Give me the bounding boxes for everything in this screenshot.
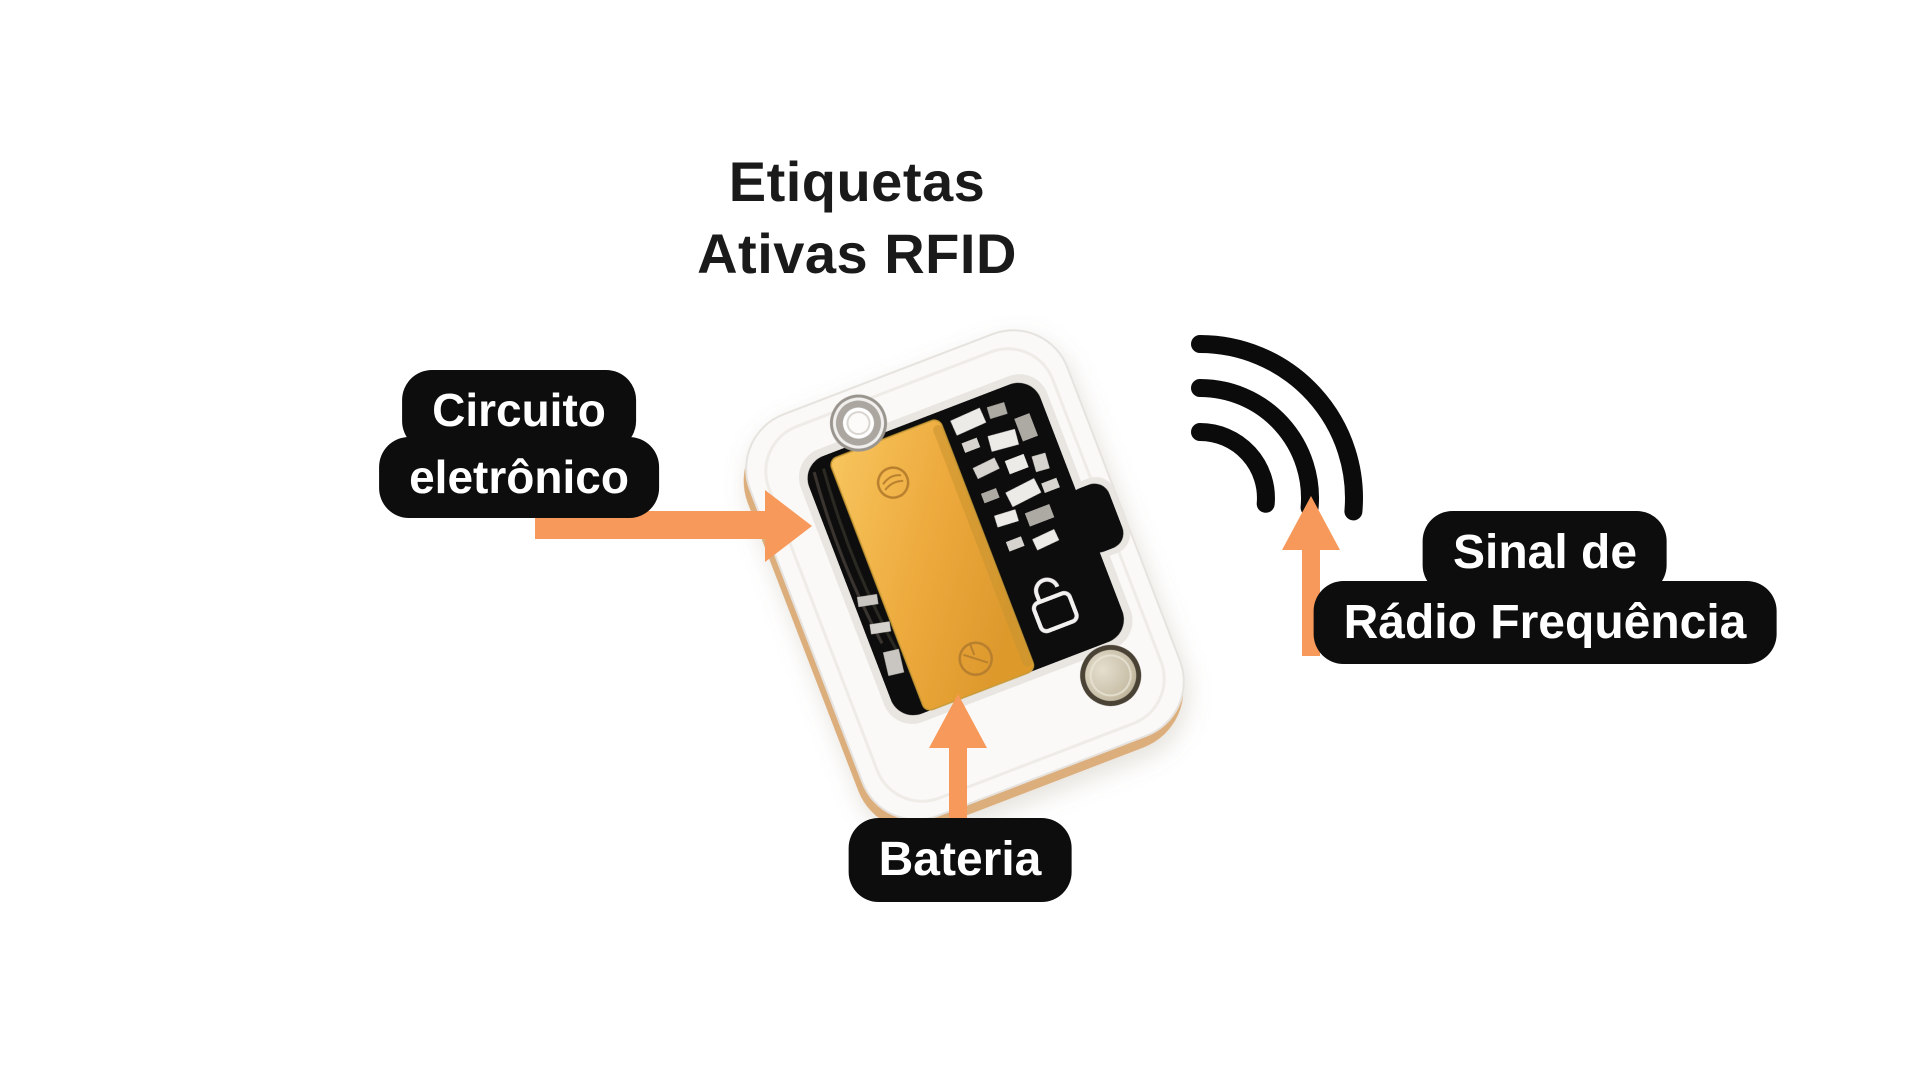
rfid-tag-group — [743, 329, 1185, 831]
circuit-label-line-2: eletrônico — [379, 437, 659, 519]
wave-arc-outer — [1191, 335, 1363, 521]
signal-label: Sinal de Rádio Frequência — [1313, 511, 1777, 665]
radio-waves-icon — [1191, 335, 1363, 521]
wave-arc-middle — [1191, 379, 1320, 517]
circuit-label: Circuito eletrônico — [379, 370, 659, 519]
title-line-2: Ativas RFID — [697, 221, 1017, 285]
chip-mark-icon — [1031, 577, 1079, 634]
battery-label: Bateria — [848, 818, 1072, 902]
battery — [830, 419, 1035, 711]
pcb-components — [950, 402, 1060, 552]
signal-label-line-2: Rádio Frequência — [1313, 580, 1777, 665]
rfid-tag-photo — [743, 329, 1185, 831]
title-line-1: Etiquetas — [728, 150, 986, 213]
diagram-title: Etiquetas Ativas RFID — [697, 146, 1017, 289]
wave-arc-inner — [1191, 423, 1275, 513]
battery-label-line-1: Bateria — [848, 818, 1072, 902]
metal-disc — [1080, 644, 1142, 706]
pcb-traces — [812, 468, 905, 676]
battery-logo-top — [876, 466, 910, 499]
mounting-hole — [829, 394, 887, 452]
